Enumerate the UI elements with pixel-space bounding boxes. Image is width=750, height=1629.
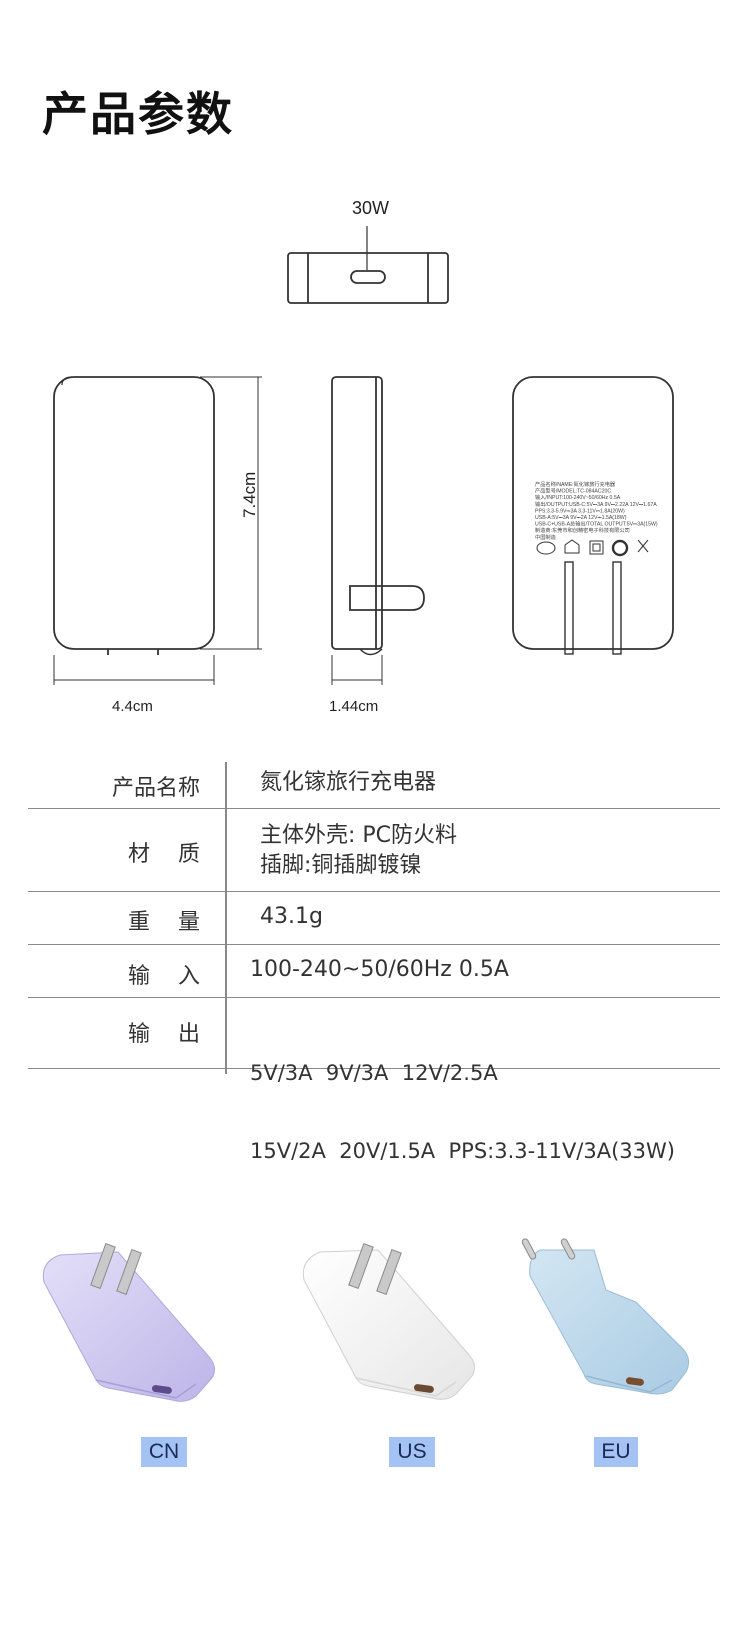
usb-c-port-outline	[350, 270, 386, 284]
spec-value: 主体外壳: PC防火料 插脚:铜插脚镀镍	[260, 823, 458, 878]
spec-value: 100-240~50/60Hz 0.5A	[250, 957, 509, 982]
table-divider	[225, 762, 227, 1074]
back-view-body	[512, 376, 674, 650]
side-view-body	[331, 376, 383, 650]
depth-dimension-label: 1.44cm	[329, 698, 379, 715]
spec-row-material: 材 质 主体外壳: PC防火料 插脚:铜插脚镀镍	[28, 809, 720, 892]
back-label-line: 制造商:东莞市和创精密电子科技有限公司	[535, 526, 630, 534]
variant-label-us: US	[389, 1437, 435, 1467]
back-label-line: 产品名称/NAME:氮化镓旅行充电器	[535, 480, 616, 488]
width-dimension-label: 4.4cm	[112, 698, 153, 715]
spec-row-weight: 重 量 43.1g	[28, 892, 720, 945]
dimension-drawing: 产品名称/NAME:氮化镓旅行充电器产品型号/MODEL:TC-084AC20C…	[53, 226, 674, 685]
spec-row-name: 产品名称 氮化镓旅行充电器	[28, 762, 720, 809]
side-view-prong	[349, 585, 425, 611]
back-label-line: PPS:3.3-5.9V⎓3A 3.3-11V⎓1.8A(20W)	[535, 508, 625, 514]
front-view-body	[53, 376, 215, 650]
back-label-line: USB-A:5V⎓3A 9V⎓2A 12V⎓1.5A(18W)	[535, 515, 627, 521]
back-label-line: 输出/OUTPUT:USB-C:5V⎓3A 9V⎓2.22A 12V⎓1.67A	[535, 500, 657, 508]
cn-charger-image	[42, 1242, 216, 1402]
page-title: 产品参数	[42, 87, 234, 141]
top-view-body	[287, 252, 449, 304]
back-label-line: 输入/INPUT:100-240V~50/60Hz 0.5A	[535, 493, 621, 501]
spec-row-output: 输 出 5V/3A 9V/3A 12V/2.5A 15V/2A 20V/1.5A…	[28, 998, 720, 1163]
back-prong-left	[564, 561, 574, 655]
spec-label: 材 质	[128, 842, 200, 867]
spec-label: 产品名称	[111, 776, 200, 801]
back-prong-right	[612, 561, 622, 655]
height-dimension-label: 7.4cm	[240, 471, 259, 518]
variant-label-cn: CN	[141, 1437, 187, 1467]
spec-value: 5V/3A 9V/3A 12V/2.5A 15V/2A 20V/1.5A PPS…	[250, 1061, 675, 1163]
spec-row-input: 输 入 100-240~50/60Hz 0.5A	[28, 945, 720, 998]
variant-label-eu: EU	[594, 1437, 638, 1467]
us-charger-image	[302, 1242, 476, 1400]
spec-label: 重 量	[128, 910, 200, 935]
spec-label: 输 入	[128, 964, 200, 989]
spec-value: 43.1g	[260, 904, 323, 929]
top-wattage-label: 30W	[352, 198, 390, 218]
spec-label: 输 出	[128, 1022, 200, 1047]
spec-table: 产品名称 氮化镓旅行充电器 材 质 主体外壳: PC防火料 插脚:铜插脚镀镍 重…	[28, 762, 720, 1163]
back-label-line: 中国制造	[535, 533, 557, 541]
back-label-line: USB-C+USB-A总输出/TOTAL OUTPUT:5V⎓3A(15W)	[535, 520, 658, 528]
back-label-line: 产品型号/MODEL:TC-084AC20C	[535, 487, 611, 495]
spec-value: 氮化镓旅行充电器	[260, 770, 437, 795]
eu-charger-image	[521, 1238, 690, 1395]
